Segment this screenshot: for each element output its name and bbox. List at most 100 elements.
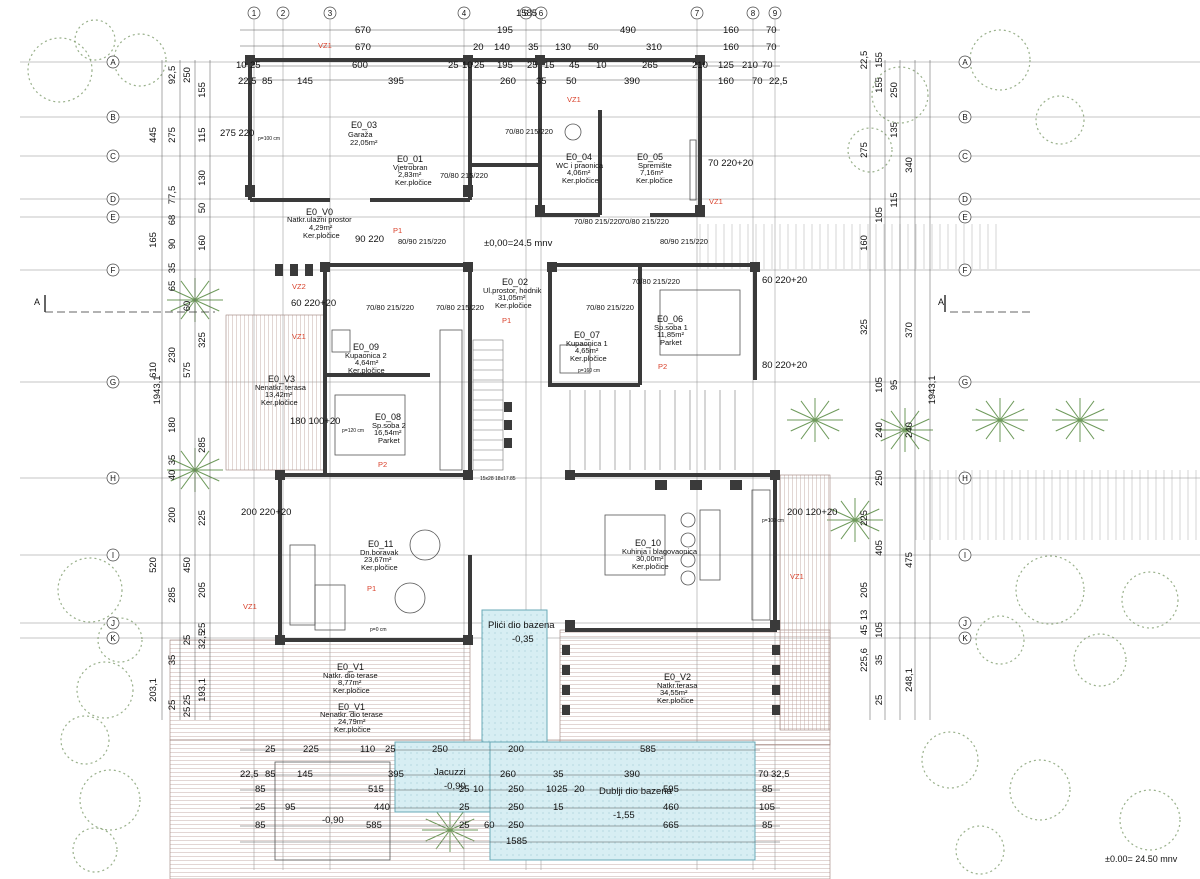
window-size: 70 220+20 — [708, 158, 753, 169]
dim-left-inner: 25 — [167, 700, 178, 711]
room-id: E0_V3 — [268, 374, 295, 384]
door-size: 70/80 215/220 — [505, 127, 553, 136]
terrace-south-left — [169, 639, 471, 741]
room-floor: Ker.pločice — [333, 686, 370, 695]
dim-top-3: 25 — [527, 60, 538, 71]
dim-top-3: 10 — [596, 60, 607, 71]
room-id: E0_V1 — [337, 662, 364, 672]
tree-icon — [57, 557, 123, 623]
dim-top-3: 600 — [352, 60, 368, 71]
dim-right-mid: 45 — [859, 625, 870, 636]
dim-right-mid: 155 — [874, 77, 885, 93]
grid-row-label: E — [110, 213, 115, 222]
lawn-strip-lower — [915, 470, 1200, 540]
dim-left-mid: 230 — [167, 347, 178, 363]
room-floor: Ker.pločice — [632, 562, 669, 571]
grid-row-label: F — [111, 266, 116, 275]
room-id: E0_05 — [637, 152, 663, 162]
room-area: 13,42m² — [265, 390, 293, 399]
room-area: 31,05m² — [498, 293, 526, 302]
dim-top-4: 145 — [297, 76, 313, 87]
section-label-right: A — [938, 297, 944, 307]
dim-right-mid: 135 — [889, 122, 900, 138]
window-size: 60 220+20 — [291, 298, 336, 309]
pool-jacuzzi — [394, 741, 491, 813]
pool-deep-label: Dublji dio bazena — [599, 786, 673, 797]
dim-left-mid: 285 — [167, 587, 178, 603]
grid-row-bubble — [958, 110, 972, 124]
dim-left-inner: 325 — [197, 332, 208, 348]
dim-top-1: 70 — [766, 25, 777, 36]
dim-left-inner: 25 — [182, 707, 193, 718]
grid-col-bubble — [247, 6, 261, 20]
grid-row-bubble — [106, 548, 120, 562]
door-tag: P2 — [658, 362, 667, 371]
dimension-lines — [161, 29, 931, 843]
door-tag: P2 — [378, 460, 387, 469]
room-floor: Ker.pločice — [303, 231, 340, 240]
lawn-strip-upper — [695, 224, 1000, 269]
dim-left-inner: 285 — [197, 437, 208, 453]
dim-left-inner: 25 — [197, 623, 208, 634]
dim-top-2: 160 — [723, 42, 739, 53]
window-size: 60 220+20 — [762, 275, 807, 286]
dim-left-mid: 77,5 — [167, 186, 178, 205]
grid-col-bubble — [690, 6, 704, 20]
door-size: 80/90 215/220 — [398, 237, 446, 246]
dim-bottom-5: 60 — [484, 820, 495, 831]
grid-row-label: E — [962, 213, 967, 222]
tree-icon — [921, 731, 979, 789]
dim-bottom-2: 22,5 — [240, 769, 259, 780]
grid-row-label: I — [964, 551, 966, 560]
grid-col-bubble — [276, 6, 290, 20]
room-name: Natkr. dio terase — [323, 671, 378, 680]
grid-col-bubble — [323, 6, 337, 20]
grid-col-label: 5 — [524, 9, 529, 18]
window-size: 90 220 — [355, 234, 384, 245]
room-name: Sp.soba 2 — [372, 421, 406, 430]
door-size: 70/80 215/220 — [621, 217, 669, 226]
door-size: 70/80 215/220 — [440, 171, 488, 180]
grid-row-bubble — [958, 631, 972, 645]
grid-col-label: 3 — [328, 9, 333, 18]
dim-left-mid: 65 — [167, 281, 178, 292]
palm-tree-icon — [827, 498, 883, 542]
dim-bottom-1: 25 — [385, 744, 396, 755]
tree-icon — [969, 29, 1031, 91]
dim-bottom-5: 85 — [762, 820, 773, 831]
grid-row-label: J — [963, 619, 967, 628]
dim-bottom-5: 585 — [366, 820, 382, 831]
dim-bottom-3: 250 — [508, 784, 524, 795]
level-shallow: -0,35 — [512, 634, 534, 645]
tree-icon — [1073, 633, 1127, 687]
dim-left-mid: 275 — [167, 127, 178, 143]
dim-bottom-5: 250 — [508, 820, 524, 831]
room-floor: Parket — [378, 436, 401, 445]
dim-top-4: 22,5 — [769, 76, 788, 87]
room-id: E0_08 — [375, 412, 401, 422]
dim-bottom-4: 15 — [553, 802, 564, 813]
room-name: Sp.soba 1 — [654, 323, 688, 332]
dim-bottom-3: 85 — [255, 784, 266, 795]
room-id: E0_04 — [566, 152, 592, 162]
room-floor: Ker.pločice — [334, 725, 371, 734]
room-area: 22,05m² — [350, 138, 378, 147]
dim-right-mid: 240 — [874, 422, 885, 438]
room-area: 24,79m² — [338, 717, 366, 726]
room-name: Kuhinja i blagovaonica — [622, 547, 698, 556]
dim-bottom-3: 25 — [557, 784, 568, 795]
grid-row-bubble — [106, 375, 120, 389]
dim-top-3: 25 — [250, 60, 261, 71]
grid-row-label: H — [962, 474, 968, 483]
room-floor: Ker.pločice — [361, 563, 398, 572]
dim-bottom-3: 85 — [762, 784, 773, 795]
grid-col-bubble — [519, 6, 533, 20]
grid-row-label: K — [110, 634, 116, 643]
walls — [248, 58, 777, 642]
dim-left-outer: 520 — [148, 557, 159, 573]
dim-top-4: 85 — [262, 76, 273, 87]
dim-bottom-1: 200 — [508, 744, 524, 755]
dim-top-2: 130 — [555, 42, 571, 53]
dim-left-inner: 250 — [182, 67, 193, 83]
